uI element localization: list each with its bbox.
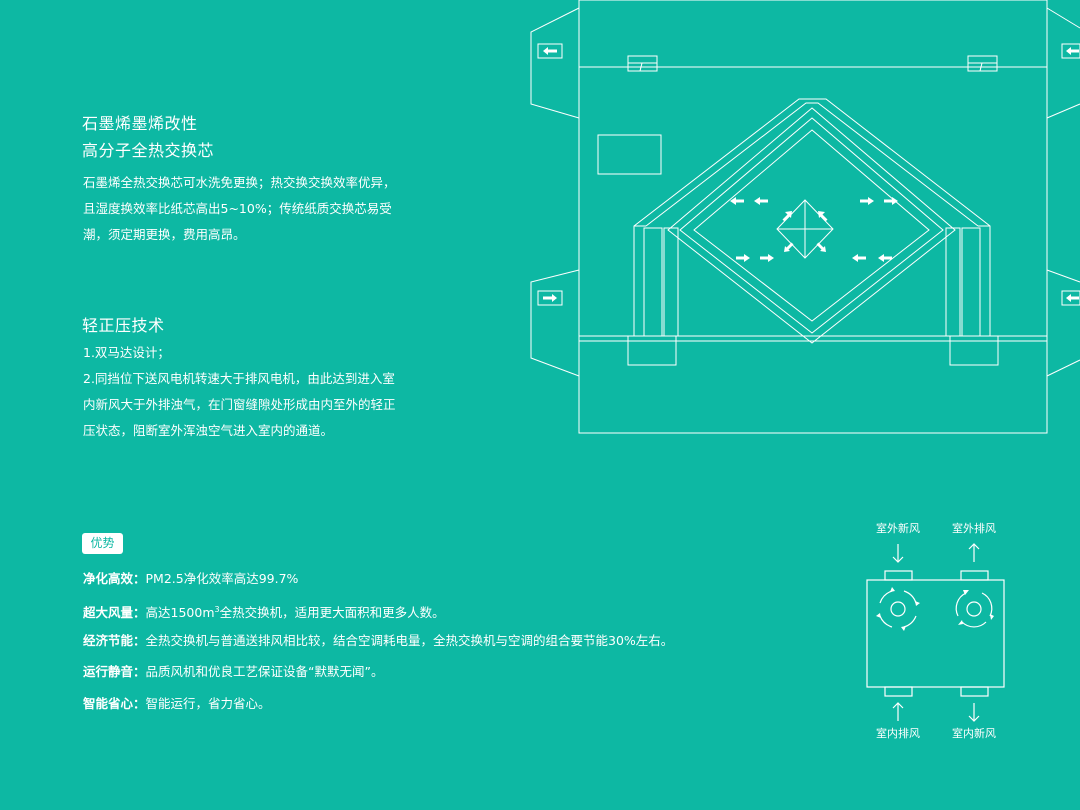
- port-bottom-right: [960, 686, 989, 697]
- foot-left: [627, 335, 677, 366]
- advantage-text: PM2.5净化效率高达99.7%: [145, 571, 299, 586]
- section1-body-line: 石墨烯全热交换芯可水洗免更换；热交换交换效率优异，: [83, 175, 396, 190]
- arrow-right-icon: [537, 290, 563, 306]
- arrow-left-icon: [1061, 43, 1080, 59]
- exchange-core-inner: [693, 129, 930, 322]
- section2-body-line: 1.双马达设计；: [83, 345, 170, 360]
- advantage-item: 超大风量：高达1500m3全热交换机，适用更大面积和更多人数。: [83, 601, 445, 622]
- section2-body-line: 内新风大于外排浊气，在门窗缝隙处形成由内至外的轻正: [83, 397, 396, 412]
- advantage-text: 高达1500m: [145, 605, 215, 621]
- advantages-badge: 优势: [82, 533, 123, 554]
- label-outdoor-exhaust-air: 室外排风: [952, 522, 996, 535]
- control-box: [597, 134, 662, 175]
- left-duct-upper: [530, 7, 580, 119]
- advantage-sup: 3: [214, 605, 220, 614]
- left-duct-lower: [530, 269, 580, 377]
- advantage-item: 净化高效：PM2.5净化效率高达99.7%: [83, 570, 298, 588]
- section2-title: 轻正压技术: [82, 316, 165, 335]
- rotate-ccw-icon: [879, 590, 893, 604]
- exchange-core-outer: [667, 107, 956, 344]
- section2-body: 1.双马达设计； 2.同挡位下送风电机转速大于排风电机，由此达到进入室 内新风大…: [83, 340, 396, 444]
- section1-body-line: 且湿度换效率比纸芯高出5~10%；传统纸质交换芯易受: [83, 201, 392, 216]
- unit-box: [866, 579, 1005, 688]
- advantage-item: 经济节能：全热交换机与普通送排风相比较，结合空调耗电量，全热交换机与空调的组合要…: [83, 632, 673, 650]
- advantage-text: 全热交换机与普通送排风相比较，结合空调耗电量，全热交换机与空调的组合要节能30%…: [145, 633, 674, 648]
- advantage-label: 净化高效：: [83, 571, 146, 586]
- advantage-label: 经济节能：: [83, 633, 146, 648]
- rotate-cw-icon: [955, 592, 967, 617]
- advantage-label: 运行静音：: [83, 664, 146, 679]
- fan-right: [966, 601, 982, 617]
- section2-body-line: 压状态，阻断室外浑浊空气进入室内的通道。: [83, 423, 334, 438]
- housing-outline: [578, 0, 1048, 434]
- label-indoor-exhaust-air: 室内排风: [876, 727, 920, 740]
- label-indoor-fresh-air: 室内新风: [952, 727, 996, 740]
- advantage-text: 智能运行，省力省心。: [145, 696, 271, 711]
- port-top-right: [960, 570, 989, 581]
- section2-body-line: 2.同挡位下送风电机转速大于排风电机，由此达到进入室: [83, 371, 395, 386]
- section1-body: 石墨烯全热交换芯可水洗免更换；热交换交换效率优异， 且湿度换效率比纸芯高出5~1…: [83, 170, 396, 248]
- arrow-left-icon: [537, 43, 563, 59]
- advantage-text-after: 全热交换机，适用更大面积和更多人数。: [219, 605, 445, 621]
- foot-right: [949, 335, 999, 366]
- section1-title: 石墨烯墨烯改性 高分子全热交换芯: [82, 110, 214, 164]
- label-outdoor-fresh-air: 室外新风: [876, 522, 920, 535]
- fan-left: [890, 601, 906, 617]
- airflow-arrows: [730, 197, 898, 262]
- exchange-core-mid: [679, 117, 944, 334]
- advantage-text: 品质风机和优良工艺保证设备“默默无闻”。: [145, 664, 384, 679]
- advantage-item: 运行静音：品质风机和优良工艺保证设备“默默无闻”。: [83, 663, 383, 681]
- section1-body-line: 潮，须定期更换，费用高昂。: [83, 227, 246, 242]
- advantage-label: 超大风量：: [83, 605, 146, 621]
- port-top-left: [884, 570, 913, 581]
- advantage-item: 智能省心：智能运行，省力省心。: [83, 695, 271, 713]
- port-bottom-left: [884, 686, 913, 697]
- arrow-left-icon: [1061, 290, 1080, 306]
- advantage-label: 智能省心：: [83, 696, 146, 711]
- section1-title-line1: 石墨烯墨烯改性: [82, 114, 198, 133]
- section1-title-line2: 高分子全热交换芯: [82, 141, 215, 160]
